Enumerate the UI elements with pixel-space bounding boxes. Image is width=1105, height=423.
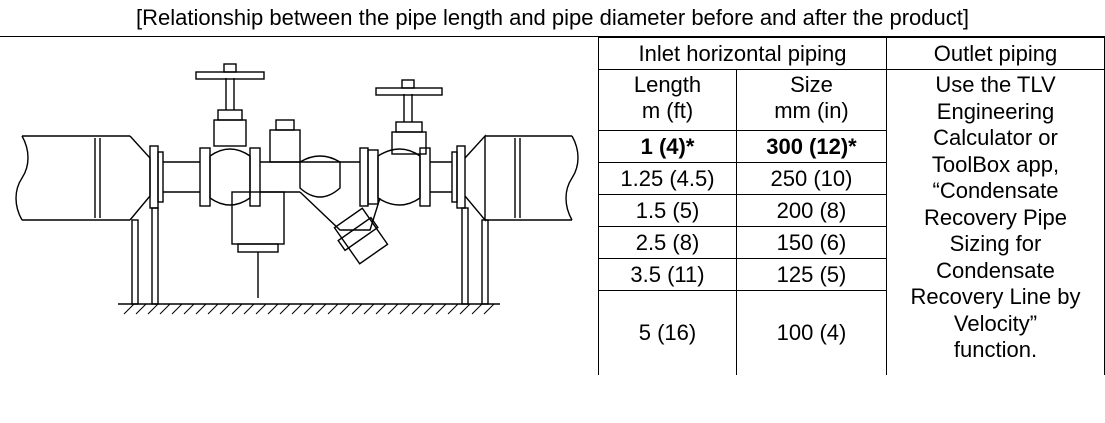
table-cell-length: 2.5 (8) bbox=[598, 226, 737, 259]
table-cell-size: 150 (6) bbox=[736, 226, 887, 259]
table-cell-size: 125 (5) bbox=[736, 258, 887, 291]
table-cell-size: 100 (4) bbox=[736, 290, 887, 375]
inlet-header: Inlet horizontal piping bbox=[598, 37, 887, 70]
pipe-size-table: Inlet horizontal piping Outlet piping Le… bbox=[598, 37, 1105, 375]
table-cell-size: 250 (10) bbox=[736, 162, 887, 195]
table-cell-length: 1 (4)* bbox=[598, 130, 737, 163]
table-cell-length: 1.25 (4.5) bbox=[598, 162, 737, 195]
outlet-header: Outlet piping bbox=[886, 37, 1105, 70]
table-cell-size: 300 (12)* bbox=[736, 130, 887, 163]
table-cell-length: 1.5 (5) bbox=[598, 194, 737, 227]
table-cell-length: 3.5 (11) bbox=[598, 258, 737, 291]
piping-diagram bbox=[15, 63, 579, 315]
table-cell-size: 200 (8) bbox=[736, 194, 887, 227]
outlet-piping-note: Use the TLV Engineering Calculator or To… bbox=[886, 69, 1105, 375]
table-cell-length: 5 (16) bbox=[598, 290, 737, 375]
page-title: [Relationship between the pipe length an… bbox=[0, 0, 1105, 37]
